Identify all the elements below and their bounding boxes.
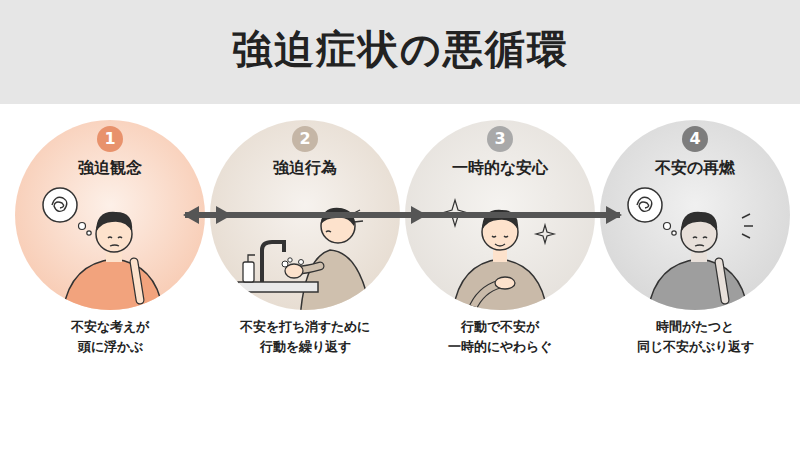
step-node: 2強迫行為不安を打ち消すために 行動を繰り返す — [230, 120, 380, 364]
step-description: 不安な考えが 頭に浮かぶ — [40, 317, 180, 357]
step-heading: 不安の再燃 — [600, 158, 790, 179]
cycle-arrow — [185, 212, 620, 218]
step-heading: 強迫行為 — [210, 158, 400, 179]
thought-bubble — [43, 188, 91, 235]
step-description: 行動で不安が 一時的にやわらぐ — [430, 317, 570, 357]
step-heading: 強迫観念 — [15, 158, 205, 179]
relieved-person — [452, 210, 548, 320]
diagram-title: 強迫症状の悪循環 — [0, 22, 800, 77]
step-number: 1 — [97, 126, 123, 152]
washing-person — [238, 208, 372, 320]
step-node: 3一時的な安心行動で不安が 一時的にやわらぐ — [425, 120, 575, 364]
step-heading: 一時的な安心 — [405, 158, 595, 179]
sweat-marks — [742, 214, 753, 238]
worried-person — [62, 212, 164, 320]
step-number: 4 — [682, 126, 708, 152]
step-description: 不安を打ち消すために 行動を繰り返す — [235, 317, 375, 357]
step-node: 4不安の再燃時間がたつと 同じ不安がぶり返す — [620, 120, 770, 364]
step-description: 時間がたつと 同じ不安がぶり返す — [625, 317, 765, 357]
title-band — [0, 0, 800, 104]
step-number: 2 — [292, 126, 318, 152]
sparkle — [536, 225, 554, 243]
step-number: 3 — [487, 126, 513, 152]
thought-bubble — [628, 188, 676, 235]
step-node: 1強迫観念不安な考えが 頭に浮かぶ — [35, 120, 185, 364]
anxious-person — [647, 212, 749, 320]
